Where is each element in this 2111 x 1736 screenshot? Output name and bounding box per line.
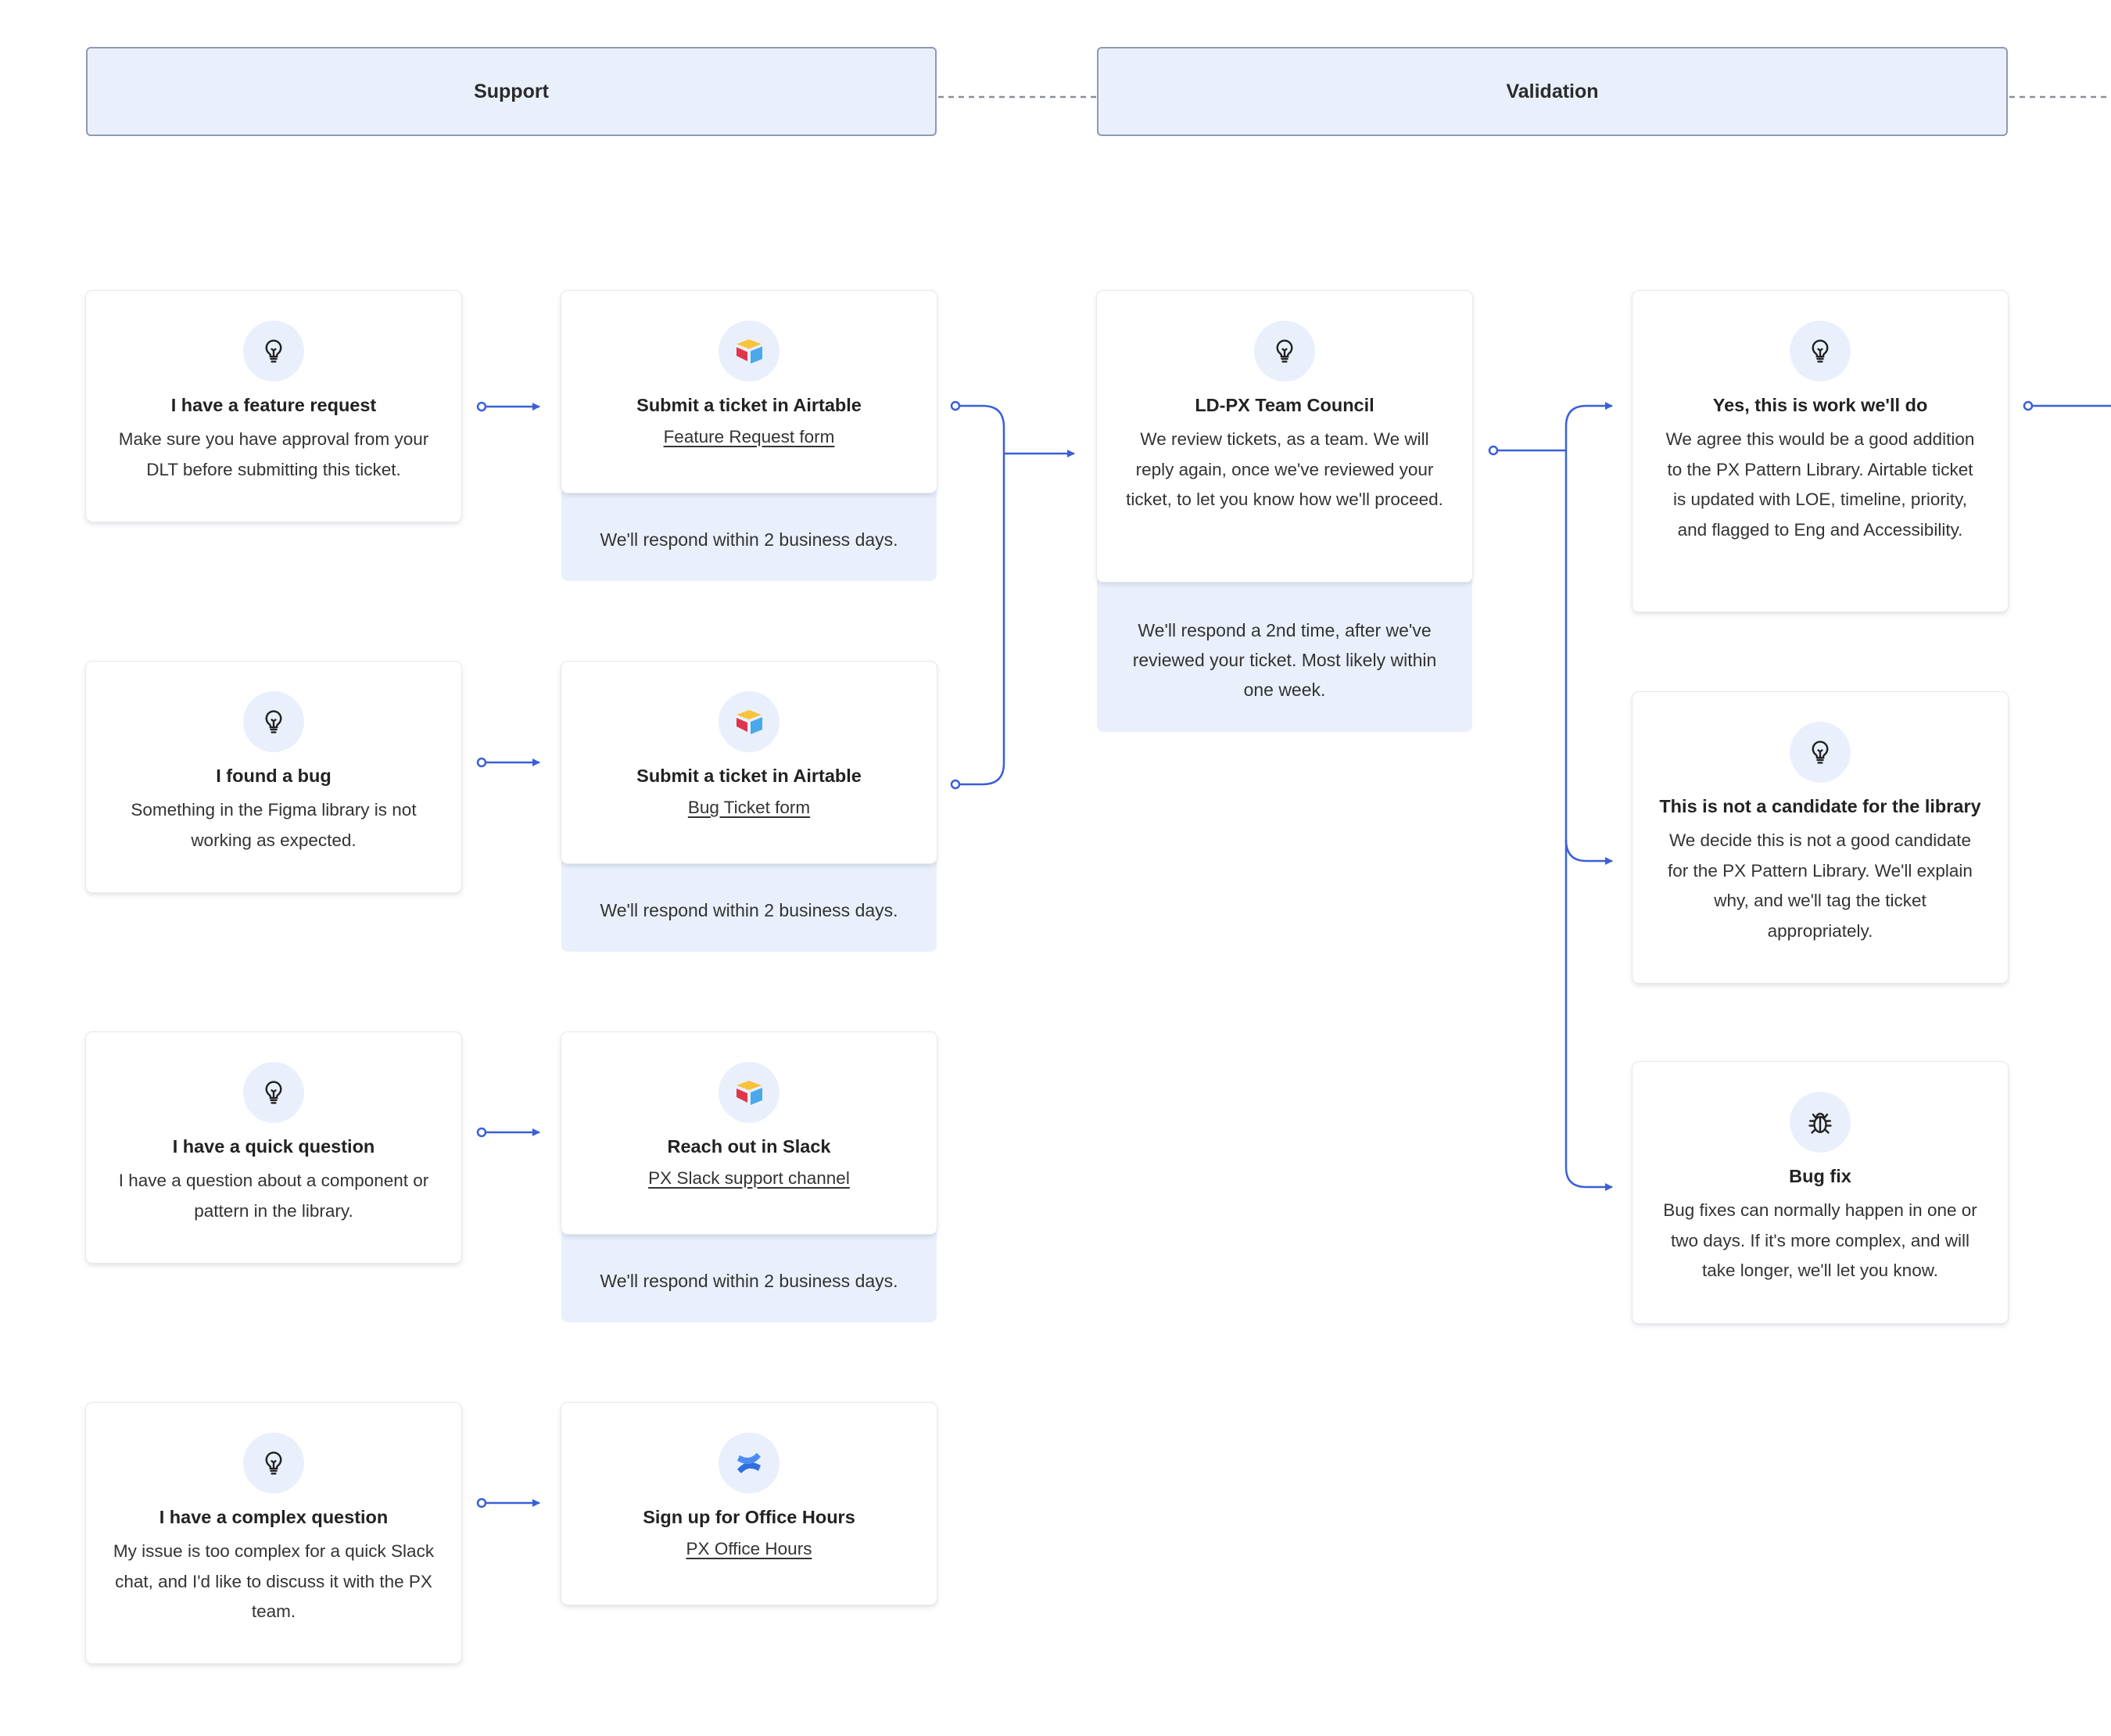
council-response-note: We'll respond a 2nd time, after we've re… xyxy=(1097,579,1472,732)
airtable-logo-icon xyxy=(719,691,780,752)
phase-validation-label: Validation xyxy=(1506,80,1599,102)
outcome-title: This is not a candidate for the library xyxy=(1659,796,1981,816)
request-description: Make sure you have approval from your DL… xyxy=(118,429,429,479)
lightbulb-icon xyxy=(243,1062,304,1123)
outcome-card-bug-fix: Bug fix Bug fixes can normally happen in… xyxy=(1633,1062,2008,1323)
outcome-description: Bug fixes can normally happen in one or … xyxy=(1663,1200,1977,1280)
request-card-bug: I found a bug Something in the Figma lib… xyxy=(86,662,461,892)
response-note: We'll respond within 2 business days. xyxy=(561,859,937,952)
lightbulb-icon xyxy=(243,321,304,382)
office-hours-link[interactable]: PX Office Hours xyxy=(686,1539,812,1558)
request-title: I have a feature request xyxy=(170,395,377,415)
outcome-card-yes: Yes, this is work we'll do We agree this… xyxy=(1633,291,2008,612)
bug-ticket-form-link[interactable]: Bug Ticket form xyxy=(687,798,811,817)
phase-support-label: Support xyxy=(474,80,549,102)
response-note: We'll respond within 2 business days. xyxy=(561,1230,937,1322)
outcome-description: We decide this is not a good candidate f… xyxy=(1668,830,1973,941)
request-title: I have a complex question xyxy=(159,1507,389,1527)
action-card-feature-ticket: Submit a ticket in Airtable Feature Requ… xyxy=(561,291,937,493)
outcome-title: Bug fix xyxy=(1789,1166,1851,1186)
airtable-logo-icon xyxy=(719,1062,780,1123)
outcome-title: Yes, this is work we'll do xyxy=(1712,395,1928,415)
action-card-slack: Reach out in Slack PX Slack support chan… xyxy=(561,1032,937,1234)
council-card: LD-PX Team Council We review tickets, as… xyxy=(1097,291,1472,582)
merge-to-council xyxy=(955,404,1005,786)
action-title: Reach out in Slack xyxy=(667,1136,831,1157)
outcome-description: We agree this would be a good addition t… xyxy=(1665,429,1975,540)
airtable-logo-icon xyxy=(719,321,780,382)
phase-validation: Validation xyxy=(1097,47,2008,136)
phase-support: Support xyxy=(86,47,937,136)
lightbulb-icon xyxy=(1790,321,1851,382)
lightbulb-icon xyxy=(1790,722,1851,783)
bug-icon xyxy=(1790,1092,1851,1153)
lightbulb-icon xyxy=(243,691,304,752)
action-card-office-hours: Sign up for Office Hours PX Office Hours xyxy=(561,1403,937,1605)
request-card-feature: I have a feature request Make sure you h… xyxy=(86,291,461,522)
feature-request-form-link[interactable]: Feature Request form xyxy=(663,427,835,447)
request-card-complex-question: I have a complex question My issue is to… xyxy=(86,1403,461,1663)
council-description: We review tickets, as a team. We will re… xyxy=(1126,429,1443,509)
lightbulb-icon xyxy=(1254,321,1315,382)
request-description: I have a question about a component or p… xyxy=(118,1171,429,1221)
slack-support-channel-link[interactable]: PX Slack support channel xyxy=(648,1168,850,1188)
action-title: Submit a ticket in Airtable xyxy=(636,766,862,786)
request-card-quick-question: I have a quick question I have a questio… xyxy=(86,1032,461,1263)
action-card-bug-ticket: Submit a ticket in Airtable Bug Ticket f… xyxy=(561,662,937,863)
council-title: LD-PX Team Council xyxy=(1195,395,1374,415)
request-title: I found a bug xyxy=(216,766,332,786)
response-note: We'll respond within 2 business days. xyxy=(561,489,937,581)
outcome-card-not-candidate: This is not a candidate for the library … xyxy=(1633,692,2008,983)
confluence-logo-icon xyxy=(719,1433,780,1494)
action-title: Sign up for Office Hours xyxy=(643,1507,855,1527)
request-title: I have a quick question xyxy=(172,1136,375,1157)
request-description: My issue is too complex for a quick Slac… xyxy=(113,1541,435,1621)
request-description: Something in the Figma library is not wo… xyxy=(131,800,417,850)
lightbulb-icon xyxy=(243,1433,304,1494)
action-title: Submit a ticket in Airtable xyxy=(636,395,862,415)
